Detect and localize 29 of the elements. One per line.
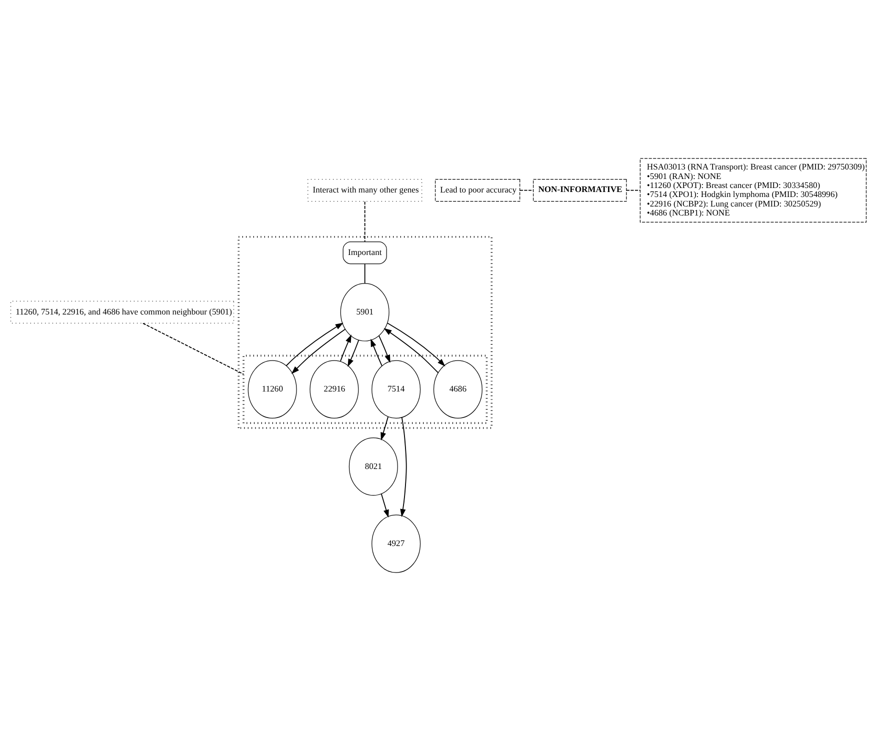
arrow [378,335,390,363]
node-ellipse: 8021 [348,437,398,496]
connector [364,264,366,284]
cluster [238,236,493,429]
arrow [348,340,360,367]
arrow [340,334,352,362]
node-ellipse: 4927 [372,514,421,573]
node-ellipse: 5901 [340,283,390,342]
connector [519,190,534,191]
arrow [380,494,389,518]
node-box: NON-INFORMATIVE [532,178,627,202]
arrow [384,328,439,374]
node-box: HSA03013 (RNA Transport): Breast cancer (PMID: 29750309) •5901 (RAN): NONE •11260 (XPOT): Breast cancer (PMID: 30334580) •7514 (XPO1): Hodgkin lymphoma (PMID: 30548996) •22916 (NCBP2): Lung cancer (PMID: 30250529) •4686 (NCBP1): NONE [640,158,867,222]
connector [364,201,366,242]
node-ellipse: 7514 [372,360,421,418]
arrow [400,416,407,518]
node-ellipse: 11260 [248,360,297,418]
connector [626,190,640,191]
node-box: Lead to poor accuracy [434,178,520,202]
node-box: Important [342,241,387,264]
node-box: 11260, 7514, 22916, and 4686 have common neighbour (5901) [10,300,234,324]
arrow [380,416,389,440]
arrow [286,322,344,366]
node-box: Interact with many other genes [308,178,422,202]
arrow [387,322,446,367]
arrow [370,338,382,366]
node-ellipse: 22916 [310,360,359,418]
arrow [291,328,346,374]
node-ellipse: 4686 [433,360,482,418]
